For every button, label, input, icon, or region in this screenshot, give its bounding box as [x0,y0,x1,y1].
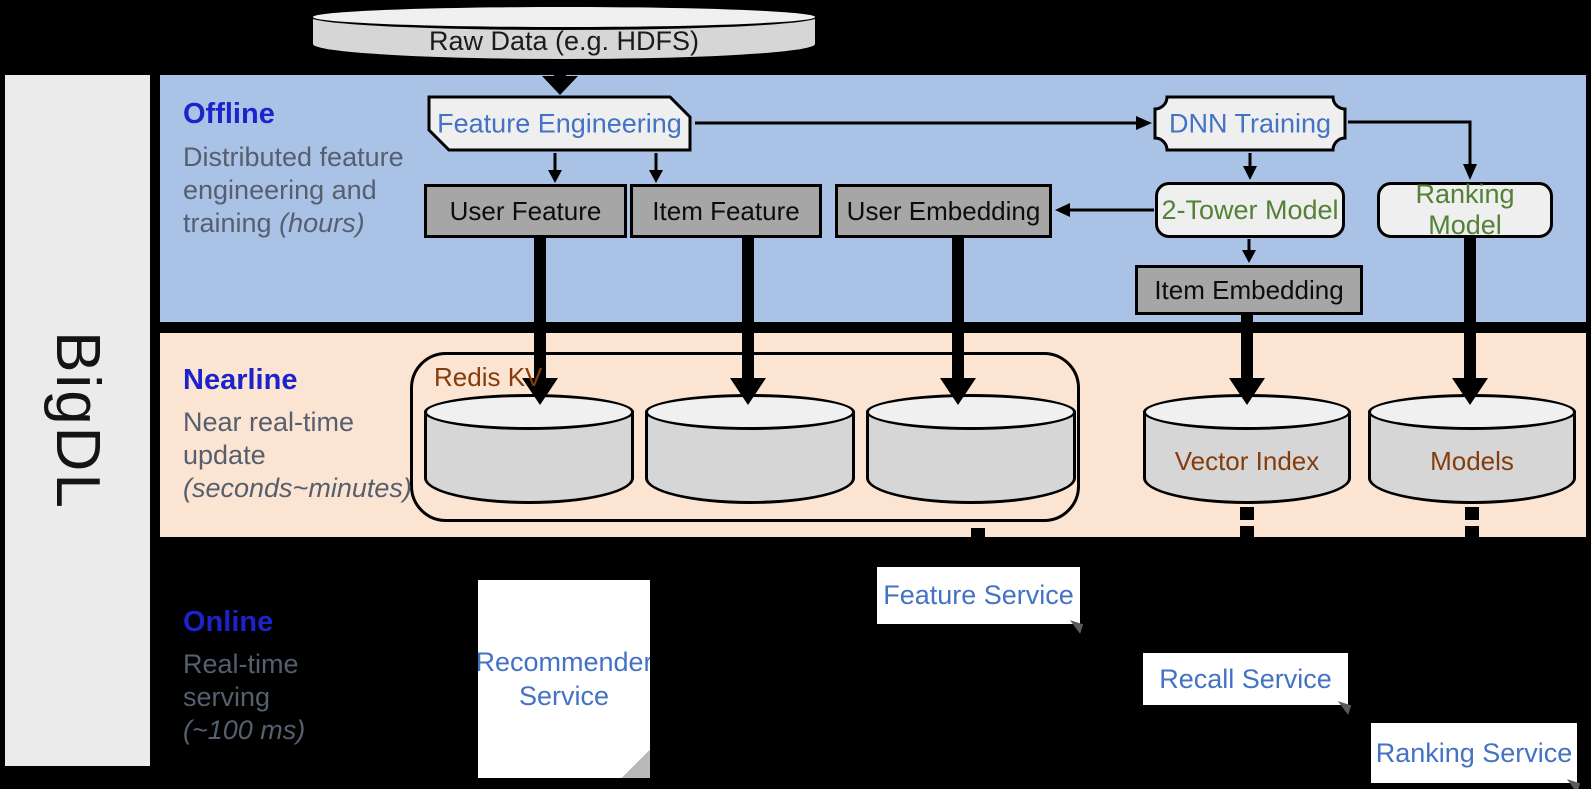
nearline-desc-note: (seconds~minutes) [183,473,412,503]
cylinder-body [645,411,855,504]
feature-service-label: Feature Service [883,580,1074,610]
redis-store-cylinder-3 [866,394,1076,504]
models-store: Models [1368,394,1576,504]
redis-store-cylinder-1 [424,394,634,504]
fold-corner [1066,620,1084,634]
ranking-model-node: Ranking Model [1377,179,1553,240]
raw-data-label: Raw Data (e.g. HDFS) [428,26,700,56]
user-feature-label: User Feature [449,195,602,226]
cylinder-top [310,4,818,30]
ranking-service-label: Ranking Service [1375,737,1573,768]
cylinder-top [645,394,855,430]
plaque-shape [1153,95,1347,152]
models-label: Models [1430,446,1514,476]
raw-data-store: Raw Data (e.g. HDFS) [310,4,818,62]
item-feature-label: Item Feature [652,195,800,226]
online-lane-title: Online [183,606,274,638]
offline-lane-title: Offline [183,98,275,130]
online-lane-desc: Real-time serving (~100 ms) [183,648,343,747]
recall-service-label: Recall Service [1159,663,1332,694]
online-desc-text: Real-time serving [183,649,299,712]
dnn-training-label: DNN Training [1168,108,1332,138]
cylinder-top [1368,394,1576,430]
cylinder-top [1143,394,1351,430]
vector-index-label: Vector Index [1174,446,1320,476]
nearline-lane-desc: Near real-time update (seconds~minutes) [183,406,435,505]
offline-desc-text: Distributed feature engineering and trai… [183,142,404,238]
recommender-service-label: Recommender Service [475,647,653,711]
two-tower-model-label: 2-Tower Model [1161,194,1339,225]
snipped-rect-shape [427,95,692,152]
bigdl-logo-text: BigDL [43,331,112,510]
ranking-service-node: Ranking Service [1371,723,1581,789]
vector-index-store: Vector Index [1143,394,1351,504]
feature-service-node: Feature Service [877,567,1084,634]
user-embedding-node: User Embedding [835,184,1052,238]
fold-corner [1334,701,1352,715]
document-fold-corner [622,750,650,778]
dnn-training-node: DNN Training [1153,95,1347,152]
item-embedding-node: Item Embedding [1135,265,1363,315]
cylinder-top [424,394,634,430]
nearline-lane-title: Nearline [183,364,298,396]
recommender-service-node: Recommender Service [478,580,650,778]
offline-lane-desc: Distributed feature engineering and trai… [183,141,435,240]
offline-desc-note: (hours) [279,208,365,238]
user-feature-node: User Feature [424,184,627,238]
cylinder-top [866,394,1076,430]
ranking-model-label: Ranking Model [1415,179,1515,240]
feature-engineering-label: Feature Engineering [437,108,682,138]
feature-engineering-node: Feature Engineering [427,95,692,152]
item-embedding-label: Item Embedding [1154,274,1344,305]
online-desc-note: (~100 ms) [183,715,306,745]
fold-corner [1563,779,1581,789]
redis-store-cylinder-2 [645,394,855,504]
user-embedding-label: User Embedding [846,195,1041,226]
recall-service-node: Recall Service [1143,653,1352,715]
item-feature-node: Item Feature [630,184,822,238]
two-tower-model-node: 2-Tower Model [1155,182,1345,238]
nearline-desc-text: Near real-time update [183,407,355,470]
bigdl-brand-bar: BigDL [5,75,150,766]
redis-kv-label: Redis KV [434,362,543,392]
